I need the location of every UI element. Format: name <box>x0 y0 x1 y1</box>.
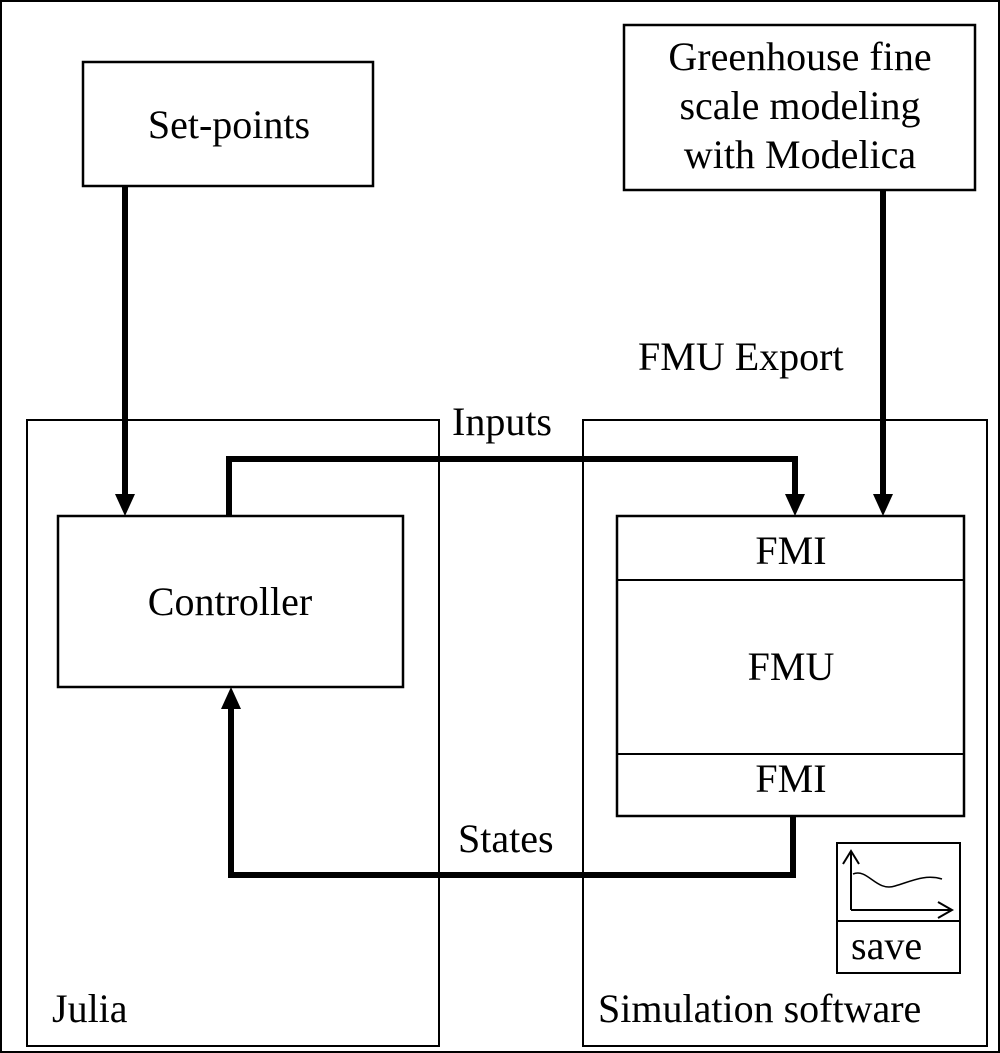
greenhouse-label-line-3: with Modelica <box>684 132 916 177</box>
fmi-top-label: FMI <box>755 528 826 573</box>
save-widget-box <box>836 842 961 974</box>
greenhouse-label-line-2: scale modeling <box>679 83 920 128</box>
setpoints-to-controller-arrow <box>115 186 135 516</box>
greenhouse-node: Greenhouse fine scale modeling with Mode… <box>622 23 977 192</box>
julia-group-label: Julia <box>52 986 128 1031</box>
greenhouse-label-line-1: Greenhouse fine <box>668 34 931 79</box>
setpoints-node: Set-points <box>81 60 375 188</box>
save-label: save <box>851 923 922 968</box>
plot-icon <box>842 849 955 919</box>
fmu-export-arrow <box>873 190 893 516</box>
inputs-arrow <box>226 456 805 516</box>
controller-label: Controller <box>148 579 312 624</box>
fmu-stack-box <box>615 514 966 818</box>
setpoints-box <box>81 60 375 188</box>
states-label: States <box>458 816 554 861</box>
fmu-label: FMU <box>748 644 835 689</box>
setpoints-label: Set-points <box>148 102 310 147</box>
simulation-group-label: Simulation software <box>598 986 921 1031</box>
greenhouse-box <box>622 23 977 192</box>
fmi-bottom-label: FMI <box>755 756 826 801</box>
simulation-group-box <box>582 419 988 1047</box>
fmu-stack: FMI FMU FMI <box>615 514 966 818</box>
inputs-label: Inputs <box>452 399 552 444</box>
save-widget: save <box>836 842 961 974</box>
fmu-export-label: FMU Export <box>638 334 844 379</box>
julia-group-box <box>26 419 440 1047</box>
controller-node: Controller <box>56 514 405 689</box>
controller-box <box>56 514 405 689</box>
states-arrow <box>221 687 796 878</box>
